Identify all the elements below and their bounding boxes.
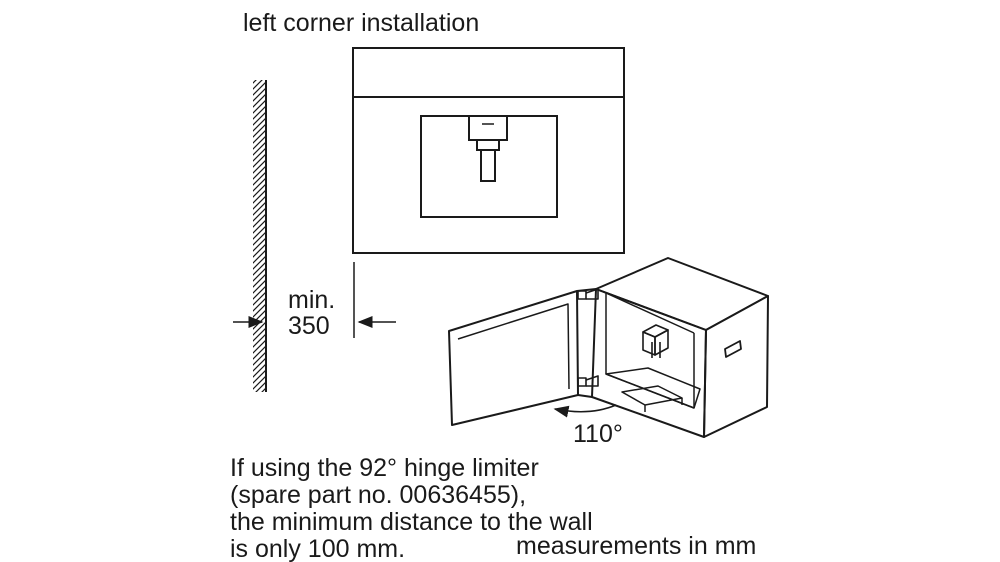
dimension-lines	[233, 262, 396, 338]
note-line: is only 100 mm.	[230, 535, 406, 562]
opened-door	[448, 288, 597, 426]
note-line: the minimum distance to the wall	[230, 508, 593, 536]
door-angle-arc	[553, 404, 617, 418]
appliance-front-view	[352, 47, 625, 254]
note-line: (spare part no. 00636455),	[230, 481, 527, 509]
coffee-outlet-isometric	[642, 324, 669, 358]
door-hinges	[577, 288, 599, 387]
appliance-body	[591, 257, 769, 438]
door-angle-label: 110°	[573, 420, 623, 448]
diagram-title: left corner installation	[243, 9, 480, 37]
note-line: If using the 92° hinge limiter	[230, 454, 539, 482]
min-distance-value: 350	[288, 312, 330, 340]
coffee-outlet-front	[468, 115, 508, 182]
hinge-limiter-note: If using the 92° hinge limiter (spare pa…	[230, 455, 593, 562]
appliance-isometric-view	[448, 257, 769, 438]
min-distance-label: min.	[288, 286, 336, 314]
wall	[253, 80, 267, 392]
units-note: measurements in mm	[516, 532, 757, 560]
